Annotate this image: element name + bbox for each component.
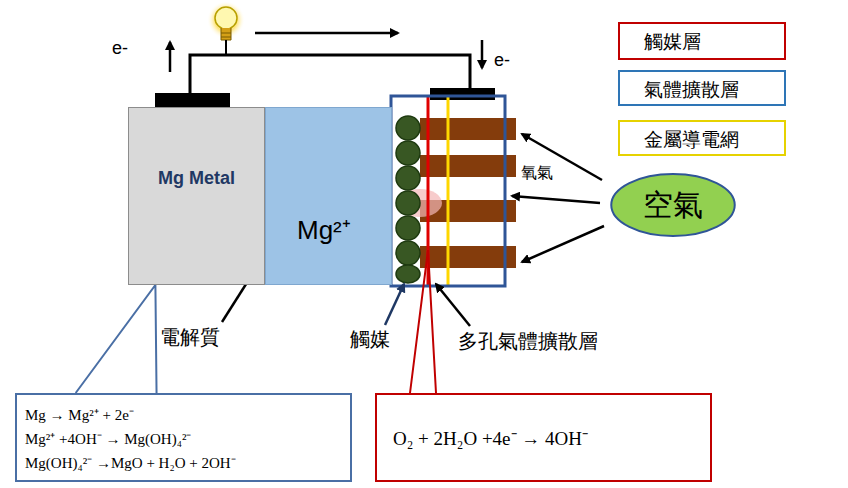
legend-swatch: 氣體擴散層 [618,70,786,106]
catalyst-label: 觸媒 [350,326,390,353]
terminal [155,93,230,107]
electrolyte: Mg²⁺ [265,107,392,285]
legend-swatch: 觸媒層 [618,22,786,60]
air-arrow [522,226,604,262]
diffusion-layer-label: 多孔氣體擴散層 [458,328,598,355]
node-text: Mg²⁺ +4OH⁻ → Mg(OH)₄²⁻ [25,427,342,451]
electron-label: e- [112,38,128,59]
node-text: 空氣 [643,185,703,226]
leader-arrow [385,284,404,325]
catalyst-particles [396,116,420,283]
node-text: O₂ + 2H₂O +4e⁻ → 4OH⁻ [393,428,588,449]
air-ellipse: 空氣 [610,172,736,238]
wire [190,55,470,93]
legend-text: 金屬導電網 [644,128,739,150]
terminal [430,88,495,100]
node-text: Mg → Mg²⁺ + 2e⁻ [25,403,342,427]
oxygen-label: 氧氣 [521,163,553,184]
metal-mesh-line [447,95,450,286]
electrolyte-label: 電解質 [160,324,220,351]
legend-swatch: 金屬導電網 [618,120,786,156]
callout-connector [76,285,157,393]
electron-label: e- [494,50,510,71]
anode-equation-box: Mg → Mg²⁺ + 2e⁻Mg²⁺ +4OH⁻ → Mg(OH)₄²⁻Mg(… [15,393,352,482]
electron-arrow [169,42,172,72]
node-text: Mg²⁺ [297,215,351,245]
light-bulb [207,1,245,55]
metal-anode: Mg Metal [128,107,265,285]
cathode-frame [391,96,505,286]
node-text: Mg(OH)₄²⁻ →MgO + H₂O + 2OH⁻ [25,451,342,475]
current-arrow [255,32,398,35]
leader-arrow [436,284,470,326]
callout-line [410,250,436,393]
electron-arrow [481,40,484,68]
air-arrow [512,196,600,203]
cathode-equation-box: O₂ + 2H₂O +4e⁻ → 4OH⁻ [375,393,712,482]
legend-text: 氣體擴散層 [644,78,739,100]
legend-text: 觸媒層 [644,30,701,52]
node-text: Mg Metal [137,168,256,189]
